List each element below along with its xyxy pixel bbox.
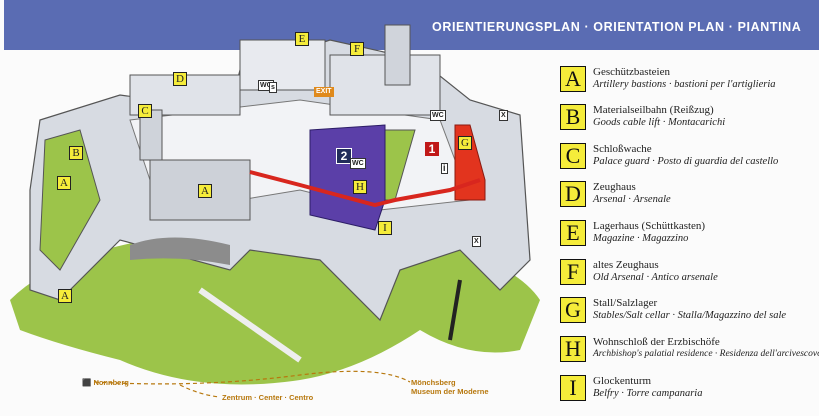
marker-d[interactable]: D [173,72,187,86]
legend-translation: Goods cable lift · Montacarichi [593,117,726,128]
marker-c[interactable]: C [138,104,152,118]
stairway [198,287,302,363]
legend-marker: F [560,259,586,285]
route-moenchsberg[interactable]: Mönchsberg [411,378,456,387]
legend-de: Geschützbasteien [593,66,670,78]
legend-translation: Belfry · Torre campanaria [593,388,703,399]
marker-f[interactable]: F [350,42,364,56]
legend-marker: G [560,297,586,323]
legend-item-b: B Materialseilbahn (Reißzug)Goods cable l… [560,102,819,136]
shop-icon: s [269,82,277,93]
legend-de: altes Zeughaus [593,259,659,271]
legend-marker: D [560,181,586,207]
funicular-track [448,279,462,341]
palace-residence [309,124,386,231]
marker-g[interactable]: G [458,136,472,150]
station-1[interactable]: 1 [425,142,439,156]
marker-h[interactable]: H [353,180,367,194]
legend-de: Lagerhaus (Schüttkasten) [593,220,706,232]
x-marker: X [499,110,508,121]
legend-de: Stall/Salzlager [593,297,658,309]
legend-marker: C [560,143,586,169]
path-zentrum [179,384,221,398]
wc-icon: WC [430,110,446,121]
page-title: ORIENTIERUNGSPLAN · ORIENTATION PLAN · P… [432,20,802,34]
rocks [130,237,230,265]
legend-translation: Stables/Salt cellar · Stalla/Magazzino d… [593,310,787,321]
legend-translation: Magazine · Magazzino [593,233,689,244]
legend-marker: H [560,336,586,362]
legend-marker: A [560,66,586,92]
legend-translation: Arsenal · Arsenale [593,194,671,205]
marker-b[interactable]: B [69,146,83,160]
tour-route [249,170,481,208]
marker-e[interactable]: E [295,32,309,46]
route-museum[interactable]: Museum der Moderne [411,387,489,396]
building-e [239,39,326,91]
legend-translation: Archbishop's palatial residence · Reside… [593,349,819,359]
header-band [4,0,819,50]
marker-i[interactable]: I [378,221,392,235]
wc-icon: WC [350,158,366,169]
legend-marker: I [560,375,586,401]
keep-tower [384,24,411,86]
legend-de: Zeughaus [593,181,636,193]
info-icon[interactable]: i [441,163,448,174]
path-nonnberg [94,370,411,385]
legend-marker: E [560,220,586,246]
legend-item-e: E Lagerhaus (Schüttkasten)Magazine · Maga… [560,218,819,252]
route-nonnberg[interactable]: ⬛ Nonnberg [82,378,129,387]
legend-translation: Old Arsenal · Antico arsenale [593,272,718,283]
legend-de: Materialseilbahn (Reißzug) [593,104,714,116]
exit-sign[interactable]: EXIT [314,87,334,97]
legend-translation: Palace guard · Posto di guardia del cast… [593,156,779,167]
bastion-grass [39,129,101,271]
legend-de: Schloßwache [593,143,652,155]
route-nonnberg-label: Nonnberg [93,378,129,387]
legend-de: Glockenturm [593,375,652,387]
marker-a-3[interactable]: A [58,289,72,303]
marker-a-1[interactable]: A [57,176,71,190]
castle-illustration [10,24,540,398]
legend-marker: B [560,104,586,130]
elevator-icon: ⬛ [82,378,92,387]
x-marker: X [472,236,481,247]
marker-a-2[interactable]: A [198,184,212,198]
legend-de: Wohnschloß der Erzbischöfe [593,336,720,348]
station-2[interactable]: 2 [336,148,352,164]
route-zentrum[interactable]: Zentrum · Center · Centro [222,393,314,402]
legend-translation: Artillery bastions · bastioni per l'arti… [593,79,776,90]
